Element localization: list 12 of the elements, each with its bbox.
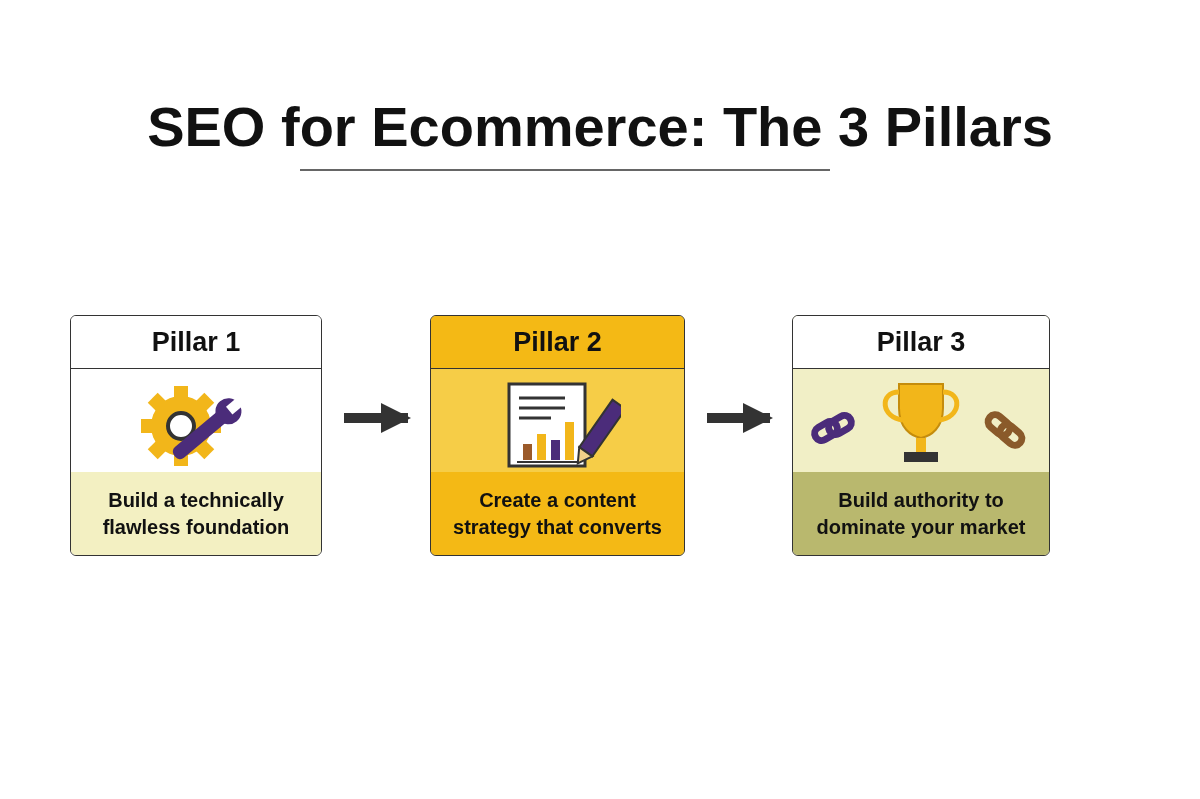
arrow [707,403,773,433]
card-description: Build a technically flawless foundation [71,472,321,555]
arrow [344,403,411,433]
card-description: Build authority to dominate your market [793,472,1049,555]
pillar-card [792,315,1050,556]
pillar-card [70,315,322,556]
card-heading: Pillar 2 [431,316,684,369]
card-heading: Pillar 3 [793,316,1049,369]
card-heading: Pillar 1 [71,316,321,369]
card-description: Create a content strategy that converts [431,472,684,555]
title: SEO for Ecommerce: The 3 Pillars [146,94,1054,160]
pillar-card [430,315,685,556]
